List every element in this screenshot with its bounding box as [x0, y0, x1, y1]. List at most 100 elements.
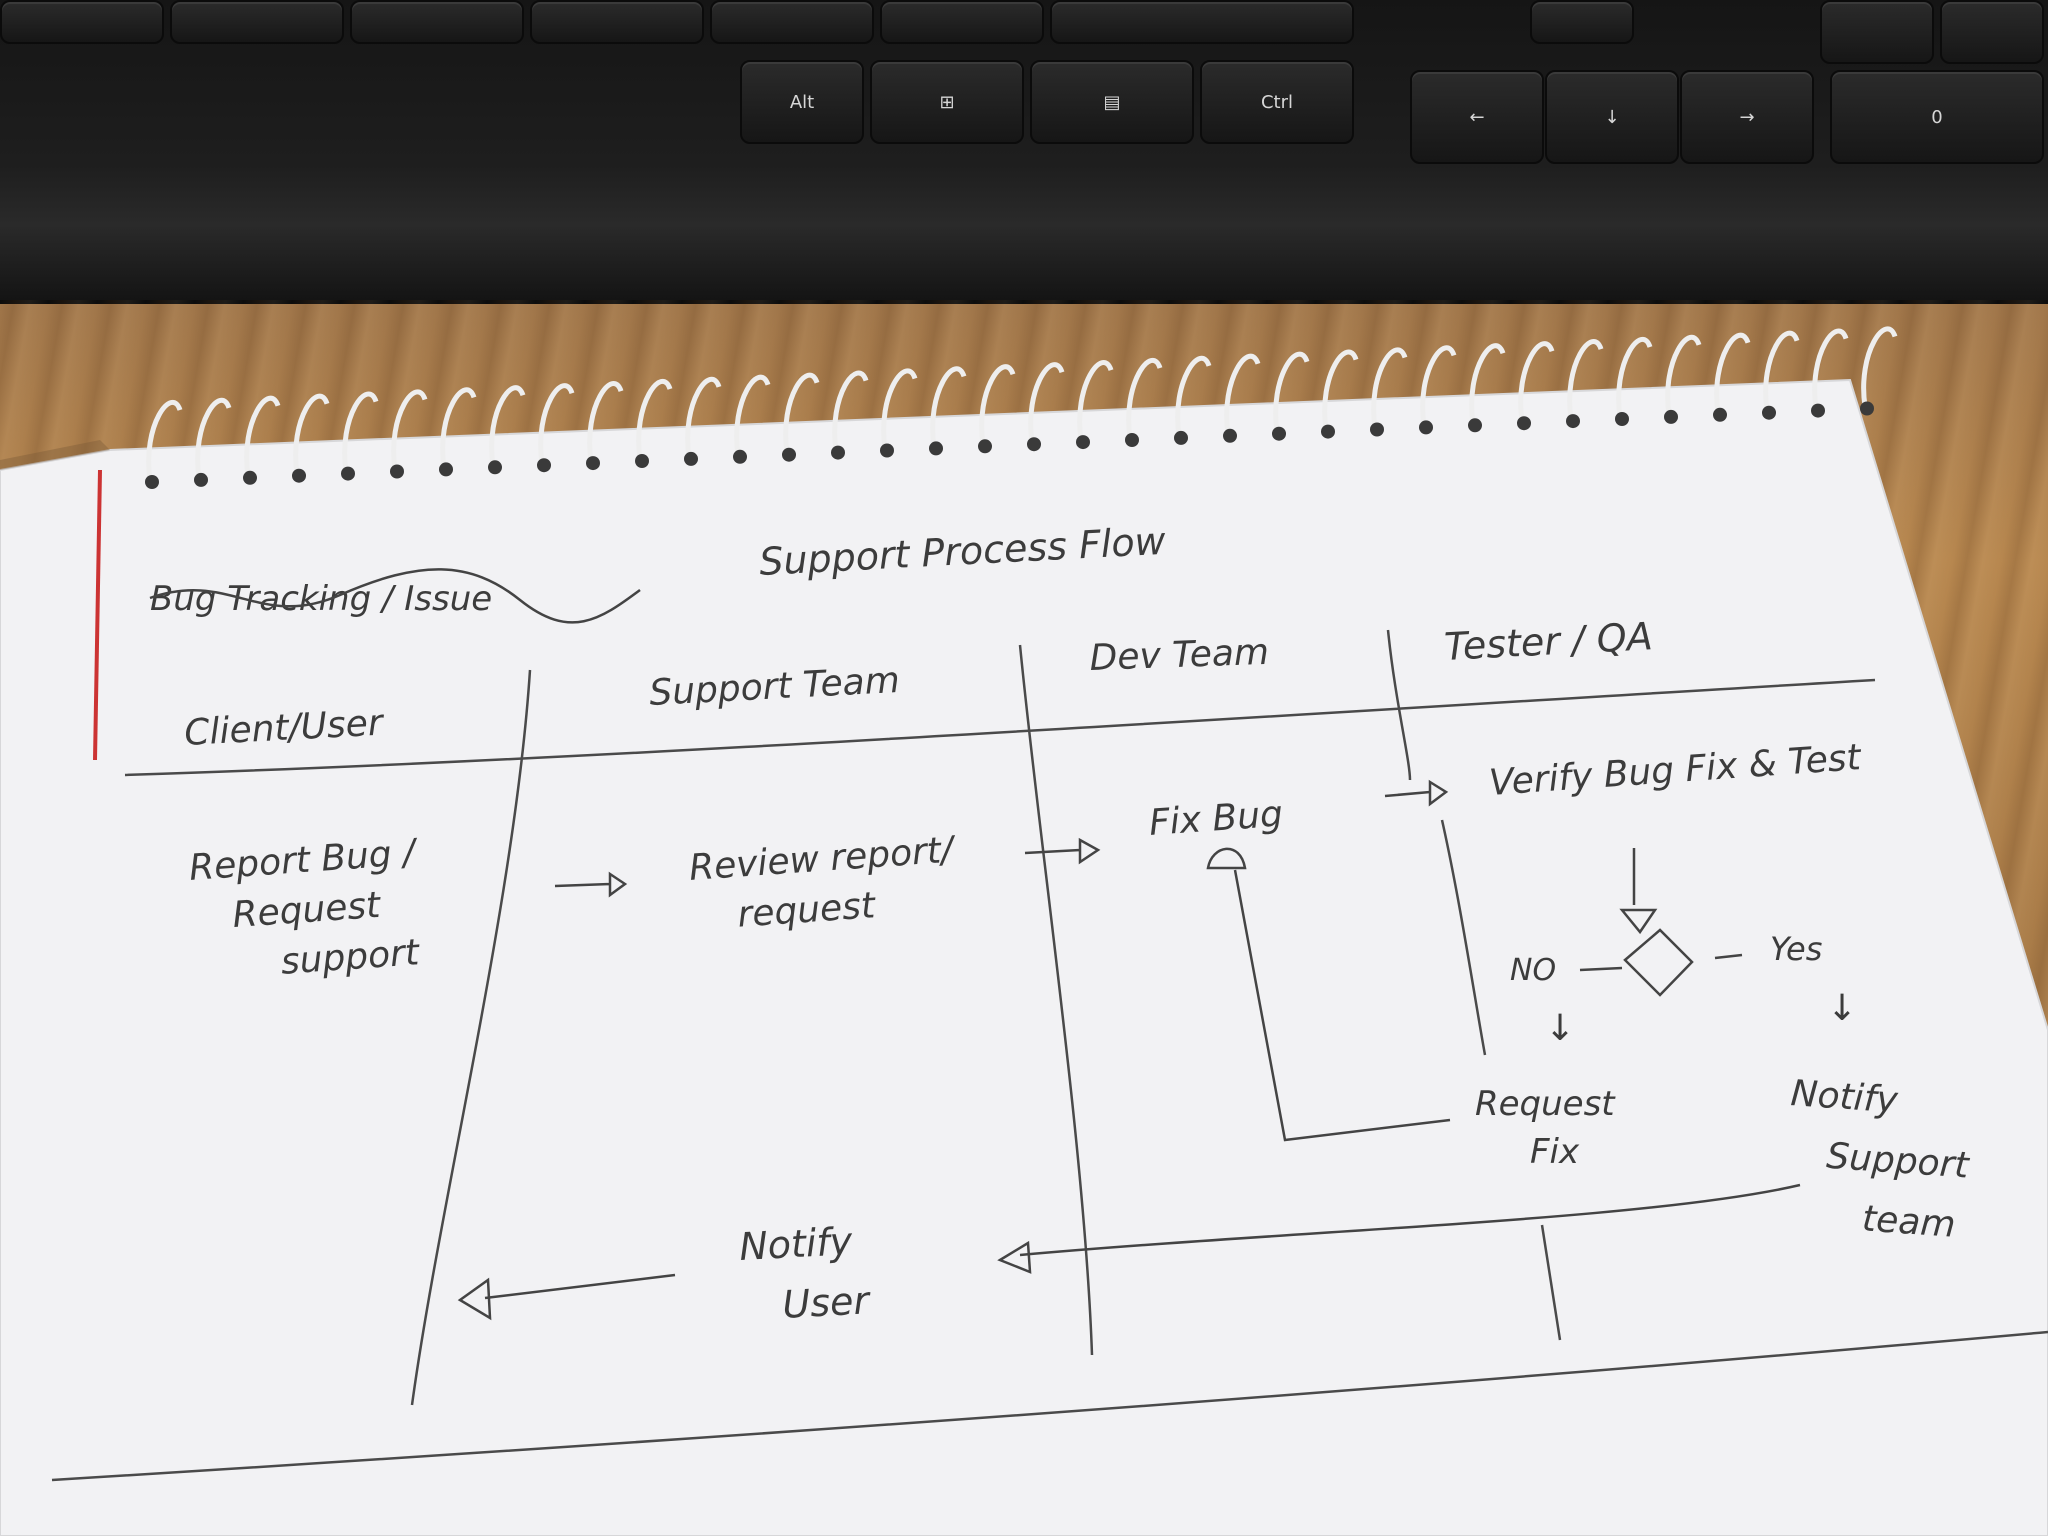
- spiral-hole: [1125, 433, 1139, 447]
- step-line: support: [280, 932, 423, 983]
- spiral-hole: [635, 454, 649, 468]
- spiral-coil: [1567, 339, 1604, 420]
- right-arrow-key: →: [1680, 70, 1814, 164]
- step-line: team: [1861, 1198, 1957, 1245]
- step-line: Notify: [738, 1219, 854, 1269]
- lane-grid: [51, 629, 2048, 1482]
- spiral-coil: [1714, 332, 1751, 414]
- spiral-hole: [292, 468, 306, 483]
- spiral-coil: [587, 381, 624, 462]
- page-shadow: [0, 440, 110, 470]
- arrow-head-notify: [997, 1240, 1032, 1274]
- lane-tester-qa: Tester / QA: [1443, 614, 1653, 669]
- decision-yes: Yes: [1770, 930, 1822, 968]
- spiral-coil: [1273, 351, 1310, 433]
- spiral-hole: [194, 472, 208, 487]
- spiral-coil: [1126, 358, 1163, 439]
- arrow-notify-user-to-client: [484, 1273, 676, 1300]
- decision-diamond: [1579, 848, 1743, 997]
- key: [880, 0, 1044, 44]
- key: [1530, 0, 1634, 44]
- spiral-hole: [488, 460, 502, 475]
- spiral-coil: [1420, 345, 1457, 426]
- decision-no: NO: [1510, 953, 1556, 988]
- spiral-coil: [538, 383, 575, 464]
- arrow-down-yes: ↓: [1827, 988, 1857, 1029]
- spiral-coil: [1469, 343, 1506, 424]
- spiral-hole: [586, 456, 600, 471]
- spiral-coil: [489, 385, 526, 466]
- spiral-hole: [1419, 420, 1433, 435]
- ctrl-key: Ctrl: [1200, 60, 1354, 144]
- key: [1820, 0, 1934, 64]
- step-notify-user: Notify User: [738, 1219, 872, 1327]
- spiral-hole: [929, 441, 943, 456]
- spiral-hole: [1811, 403, 1825, 418]
- spiral-coil: [1861, 326, 1898, 407]
- spiral-coil: [1371, 347, 1408, 428]
- spiral-hole: [1223, 428, 1237, 443]
- step-line: Fix: [1530, 1132, 1580, 1172]
- spiral-coil: [636, 379, 673, 460]
- key: [710, 0, 874, 44]
- spiral-hole: [733, 449, 747, 464]
- step-line: Notify: [1789, 1073, 1899, 1121]
- arrow-fix-to-verify: [1384, 779, 1449, 807]
- flow-arrows: [457, 779, 1801, 1321]
- spiral-hole: [1713, 407, 1727, 422]
- spiral-hole: [684, 451, 698, 466]
- spiral-coil: [342, 391, 379, 472]
- lane-dev-team: Dev Team: [1089, 632, 1270, 679]
- spiral-hole: [1027, 437, 1041, 452]
- key: [350, 0, 524, 44]
- key: [0, 0, 164, 44]
- title-scribble: [149, 568, 641, 624]
- step-line: User: [781, 1278, 872, 1327]
- key: [530, 0, 704, 44]
- arrow-notify-support-to-user: [1019, 1183, 1801, 1257]
- spiral-hole: [1664, 409, 1678, 424]
- spiral-hole: [978, 439, 992, 454]
- struck-title: Bug Tracking / Issue: [150, 579, 492, 619]
- spiral-coil: [391, 389, 428, 470]
- spiral-coil: [1224, 353, 1261, 435]
- down-arrow-key: ↓: [1545, 70, 1679, 164]
- spiral-binding: [145, 326, 1898, 489]
- spiral-hole: [1174, 430, 1188, 445]
- step-line: request: [736, 885, 878, 936]
- notebook-page: [0, 378, 2048, 1536]
- spiral-coil: [440, 387, 477, 468]
- spiral-coil: [1616, 337, 1653, 418]
- spiral-coil: [1322, 349, 1359, 430]
- step-line: Request: [1475, 1084, 1616, 1124]
- spiral-hole: [1076, 435, 1090, 450]
- spiral-hole: [341, 466, 355, 481]
- arrow-head-fix: [1206, 847, 1247, 870]
- spiral-hole: [537, 458, 551, 473]
- spiral-coil: [146, 400, 183, 481]
- spiral-coil: [1665, 335, 1702, 416]
- spiral-hole: [1468, 418, 1482, 433]
- red-page-edge: [93, 469, 102, 761]
- spiral-hole: [243, 470, 257, 485]
- spiral-hole: [439, 462, 453, 477]
- step-fix-bug: Fix Bug: [1148, 794, 1284, 844]
- spiral-hole: [1321, 424, 1335, 439]
- key: [1940, 0, 2044, 64]
- spiral-hole: [1762, 405, 1776, 420]
- arrow-review-to-fix: [1024, 837, 1101, 865]
- spiral-coil: [685, 377, 722, 458]
- spiral-coil: [1028, 362, 1065, 443]
- spiral-hole: [1370, 422, 1384, 437]
- spiral-hole: [831, 445, 845, 460]
- spiral-hole: [1517, 416, 1531, 431]
- arrow-head-client: [457, 1277, 492, 1321]
- ins-key: 0: [1830, 70, 2044, 164]
- spiral-coil: [1518, 341, 1555, 422]
- spiral-coil: [244, 395, 281, 477]
- spiral-coil: [1077, 360, 1114, 441]
- spiral-coil: [979, 364, 1016, 445]
- step-request-fix: Request Fix: [1475, 1084, 1616, 1172]
- key: [170, 0, 344, 44]
